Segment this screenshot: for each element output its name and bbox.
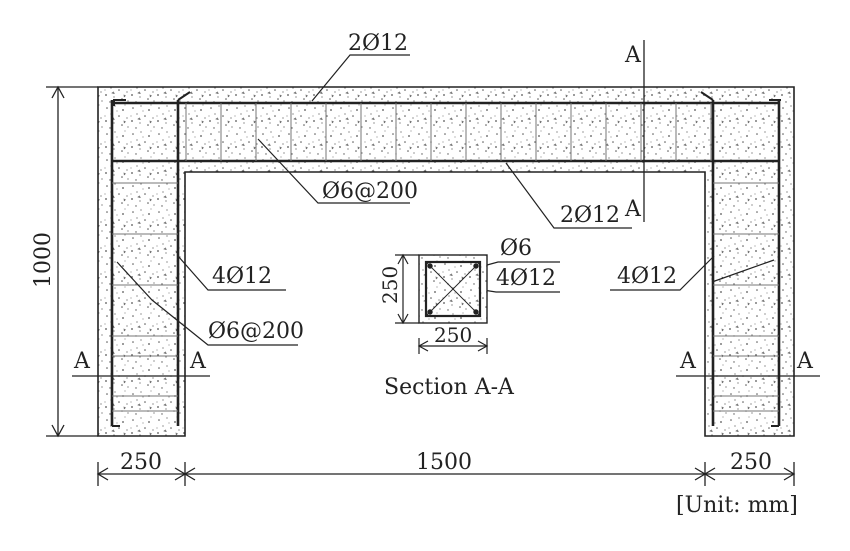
top-bar-label: 2Ø12 <box>348 31 408 56</box>
cut-label-right-inner: A <box>679 349 697 374</box>
right-column-cage <box>700 91 781 427</box>
section-long-label: 4Ø12 <box>496 266 556 291</box>
bottom-bar-label: 2Ø12 <box>560 203 620 228</box>
dim-left-label: 250 <box>120 450 162 475</box>
cut-label-left-outer: A <box>73 349 91 374</box>
cut-label-right-outer: A <box>796 349 814 374</box>
left-stirrup-label: Ø6@200 <box>208 319 304 344</box>
left-column-cage <box>110 91 191 427</box>
section-dims <box>395 253 489 354</box>
section-width-label: 250 <box>434 323 472 347</box>
leader-lines <box>116 54 775 346</box>
dim-height <box>46 85 98 438</box>
left-column-stirrups <box>112 182 178 412</box>
beam-stirrup-label: Ø6@200 <box>322 179 418 204</box>
dim-span-label: 1500 <box>416 450 472 475</box>
unit-label: [Unit: mm] <box>676 493 798 518</box>
dim-height-label: 1000 <box>31 232 56 288</box>
cut-label-beam-top: A <box>624 43 642 68</box>
dim-horizontal <box>96 462 796 486</box>
concrete-frame <box>97 86 795 437</box>
section-aa <box>418 254 488 324</box>
left-long-label: 4Ø12 <box>212 264 272 289</box>
right-long-label: 4Ø12 <box>617 264 677 289</box>
cut-label-beam-bottom: A <box>624 197 642 222</box>
dim-right-label: 250 <box>730 450 772 475</box>
section-height-label: 250 <box>378 266 402 304</box>
section-title: Section A-A <box>384 375 515 400</box>
section-stirrup-label: Ø6 <box>500 236 532 261</box>
beam-stirrups <box>185 103 712 161</box>
cut-label-left-inner: A <box>189 349 207 374</box>
